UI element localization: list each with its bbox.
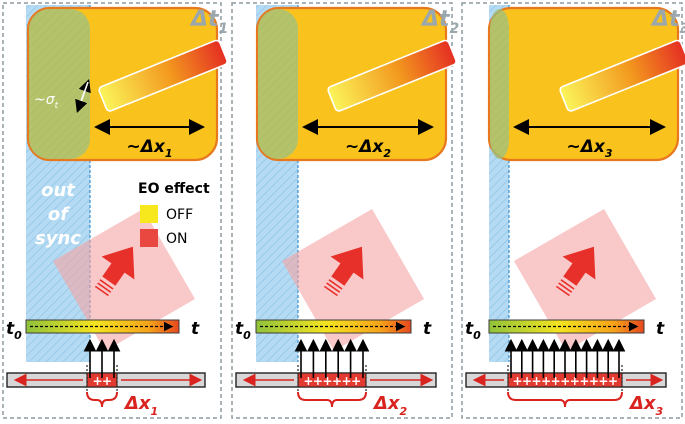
out-of-sync-text: out bbox=[41, 180, 76, 201]
out-of-sync-text: of bbox=[48, 204, 70, 225]
arrow-head bbox=[330, 246, 364, 286]
delta-x-brace bbox=[507, 391, 623, 408]
delta-x-brace bbox=[297, 391, 367, 408]
out-of-sync-text: sync bbox=[35, 228, 81, 249]
arrow-head bbox=[101, 246, 135, 286]
sigma-arrow-down bbox=[75, 81, 89, 114]
box-green-overlay bbox=[490, 9, 509, 159]
arrow-tail-line bbox=[558, 282, 573, 293]
delta-t-label: Δt2 bbox=[420, 7, 459, 37]
delta-x-bottom-label: Δx1 bbox=[123, 393, 158, 418]
plus-signs: ++ bbox=[92, 374, 111, 388]
pulse-plane bbox=[513, 208, 657, 352]
beam-strip bbox=[327, 39, 457, 112]
pulse-plane bbox=[281, 208, 425, 352]
delta-t-label: Δt3 bbox=[650, 7, 685, 37]
delta-x-top-label: ~Δx1 bbox=[126, 137, 172, 160]
legend-on-label: ON bbox=[166, 231, 188, 247]
arrow-head bbox=[562, 246, 596, 286]
t-label: t bbox=[423, 319, 432, 339]
legend-off-label: OFF bbox=[166, 207, 193, 223]
box-hatch-overlay bbox=[258, 9, 298, 159]
timeline-bar bbox=[488, 319, 645, 334]
propagation-arrow-icon bbox=[323, 246, 364, 297]
arrow-tail-line bbox=[328, 279, 343, 290]
arrow-tail-line bbox=[555, 285, 570, 297]
t-label: t bbox=[656, 319, 665, 339]
pulse-plane bbox=[52, 208, 196, 352]
arrow-tail-line bbox=[560, 279, 575, 290]
panel-frame bbox=[2, 2, 222, 419]
plus-signs: ++++++ bbox=[303, 374, 360, 388]
panel-2: Δt2 ~Δx2 t0 t ++++++ Δx2 bbox=[231, 2, 459, 419]
beam-strip bbox=[98, 39, 228, 112]
plus-signs: +++++++++++ bbox=[512, 374, 617, 388]
delta-x-brace bbox=[86, 391, 118, 408]
t0-label: t0 bbox=[235, 319, 251, 342]
legend-on-swatch bbox=[140, 229, 158, 247]
delta-x-bottom-label: Δx3 bbox=[628, 393, 664, 418]
arrow-tail-line bbox=[97, 282, 112, 293]
arrow-tail-line bbox=[99, 279, 114, 290]
legend-off-swatch bbox=[140, 205, 158, 223]
arrow-tail-line bbox=[326, 282, 341, 293]
box-hatch-overlay bbox=[29, 9, 90, 159]
timeline-bar bbox=[255, 319, 412, 334]
delta-x-bottom-label: Δx2 bbox=[372, 393, 408, 418]
delta-x-top-label: ~Δx3 bbox=[566, 137, 612, 160]
t-label: t bbox=[191, 319, 200, 339]
sigma-label: ~σt bbox=[34, 92, 59, 111]
delta-t-label: Δt1 bbox=[189, 7, 228, 37]
t0-label: t0 bbox=[6, 319, 22, 342]
delta-x-top-label: ~Δx2 bbox=[345, 137, 391, 160]
arrow-tail-line bbox=[323, 285, 338, 297]
box-green-overlay bbox=[29, 9, 90, 159]
panel-1: Δt1 ~Δx1 t0 t ++ Δx1 ~σt bbox=[2, 2, 228, 419]
propagation-arrow-icon bbox=[94, 246, 135, 297]
beam-strip bbox=[559, 39, 685, 112]
box-hatch-overlay bbox=[490, 9, 509, 159]
panel-frame bbox=[231, 2, 453, 419]
panel-3: Δt3 ~Δx3 t0 t +++++++++++ Δx3 bbox=[461, 2, 685, 419]
eo-active-region bbox=[297, 372, 367, 388]
arrow-tail-line bbox=[94, 285, 109, 297]
propagation-arrow-icon bbox=[555, 246, 596, 297]
panel-frame bbox=[461, 2, 683, 419]
t0-label: t0 bbox=[465, 319, 481, 342]
legend-title: EO effect bbox=[138, 181, 210, 197]
box-green-overlay bbox=[258, 9, 298, 159]
